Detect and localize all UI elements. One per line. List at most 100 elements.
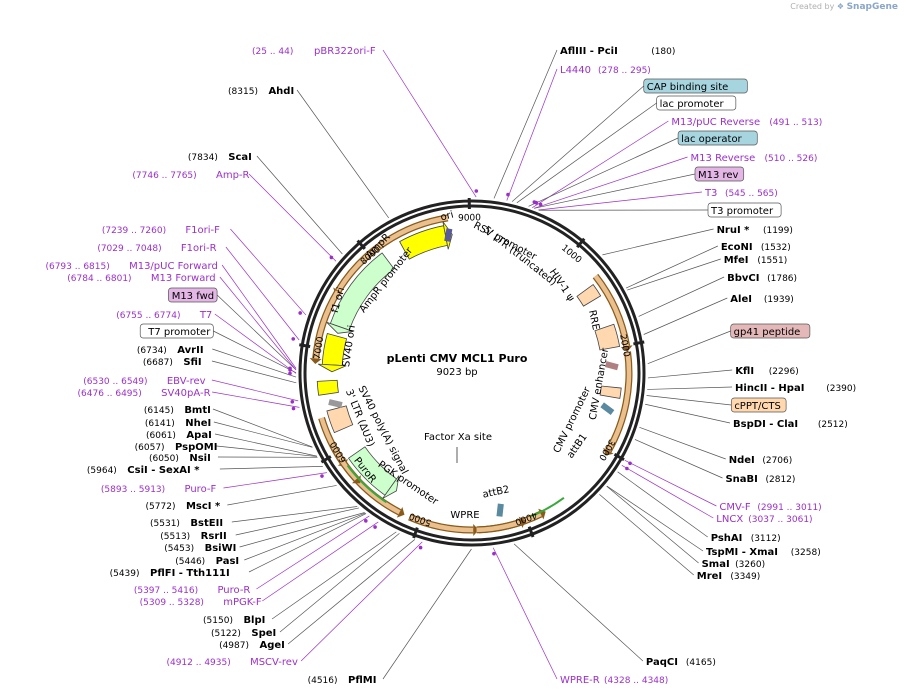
map-label-primer[interactable]: (25 .. 44)pBR322ori-F <box>252 46 376 57</box>
map-label-enzyme[interactable]: (1939)AleI <box>730 294 794 305</box>
map-label-enzyme[interactable]: (1786)BbvCI <box>727 273 797 284</box>
map-label-enzyme[interactable]: (6050)NsiI <box>149 453 211 464</box>
feature-block[interactable] <box>329 252 395 331</box>
map-label-primer[interactable]: (6793 .. 6815)M13/pUC Forward <box>45 261 217 272</box>
feature-block[interactable] <box>347 446 398 496</box>
map-label-primer[interactable]: (6530 .. 6549)EBV-rev <box>83 376 205 387</box>
map-label-primer[interactable]: (5397 .. 5416) Puro-R <box>134 585 251 596</box>
map-label-enzyme[interactable]: (1551)MfeI <box>724 255 788 266</box>
site-position: (4987) <box>219 641 249 651</box>
primer-mark <box>474 189 479 193</box>
map-label-enzyme[interactable]: (6734)AvrII <box>137 345 204 356</box>
site-position: (3260) <box>735 560 765 570</box>
tick-mark <box>299 343 311 349</box>
map-label-feature[interactable]: CAP binding site <box>643 78 748 94</box>
site-name: BlpI <box>243 615 265 626</box>
primer-mark <box>418 545 423 550</box>
map-label-enzyme[interactable]: (2390)HincII - HpaI <box>735 383 856 394</box>
map-label-feature[interactable]: lac operator <box>677 130 758 146</box>
map-label-feature[interactable]: M13 rev <box>694 166 745 182</box>
map-label-primer[interactable]: (510 .. 526)M13 Reverse <box>691 153 818 164</box>
map-label-primer[interactable]: (7746 .. 7765)Amp-R <box>132 170 249 181</box>
feature-block[interactable] <box>316 379 339 396</box>
map-label-enzyme[interactable]: (7834)ScaI <box>188 152 252 163</box>
map-label-enzyme[interactable]: (6145)BmtI <box>144 405 211 416</box>
leader-line <box>219 276 297 371</box>
map-label-primer[interactable]: (7239 .. 7260)F1ori-F <box>102 225 220 236</box>
map-label-enzyme[interactable]: (5964)CsiI - SexAI * <box>87 465 200 476</box>
map-label-feature[interactable]: M13 fwd <box>168 287 218 303</box>
feature-block[interactable] <box>321 333 348 366</box>
site-position: (5397 .. 5416) <box>134 586 198 596</box>
map-label-enzyme[interactable]: (6141)NheI <box>145 418 211 429</box>
map-label-feature[interactable]: T7 promoter <box>139 323 214 339</box>
map-label-enzyme[interactable]: (1532)EcoNI <box>721 242 791 253</box>
map-label-primer[interactable]: (5893 .. 5913)Puro-F <box>101 484 217 495</box>
map-label-primer[interactable]: (4912 .. 4935)MSCV-rev <box>166 657 297 668</box>
map-label-enzyme[interactable]: (5439)PflFI - Tth111I <box>110 568 230 579</box>
map-label-enzyme[interactable]: (8315)AhdI <box>228 86 294 97</box>
leader-line <box>256 515 370 590</box>
map-label-enzyme[interactable]: (5122)SpeI <box>211 628 276 639</box>
tick-mark <box>613 452 625 461</box>
leader-line <box>211 360 297 384</box>
map-label-enzyme[interactable]: (5453)BsiWI <box>164 543 236 554</box>
map-label-feature[interactable]: gp41 peptide <box>730 323 811 339</box>
map-label-primer[interactable]: (7029 .. 7048)F1ori-R <box>97 243 216 254</box>
leader-line <box>511 85 644 202</box>
map-label-primer[interactable]: (545 .. 565)T3 <box>704 188 778 199</box>
map-label-enzyme[interactable]: (3258)TspMI - XmaI <box>706 547 821 558</box>
map-label-primer[interactable]: (6476 .. 6495)SV40pA-R <box>78 388 211 399</box>
tick-mark <box>356 239 366 250</box>
primer-mark <box>364 519 368 523</box>
map-label-primer[interactable]: (6755 .. 6774)T7 <box>116 310 212 321</box>
map-label-enzyme[interactable]: (5531)BstEII <box>150 518 223 529</box>
feature-label-box <box>168 287 218 303</box>
map-label-feature[interactable]: cPPT/CTS <box>730 397 787 413</box>
leader-line <box>634 439 723 479</box>
map-label-enzyme[interactable]: (5772)MscI * <box>146 501 221 512</box>
map-label-enzyme[interactable]: (5513)RsrII <box>160 531 226 542</box>
feature-block[interactable] <box>576 283 602 307</box>
map-label-feature[interactable]: lac promoter <box>656 95 737 111</box>
map-label-enzyme[interactable]: (4165)PaqCI <box>646 657 716 668</box>
map-label-primer[interactable]: (4328 .. 4348)WPRE-R <box>560 675 668 686</box>
site-name: Puro-R <box>217 585 250 596</box>
leader-line <box>382 49 477 198</box>
map-label-enzyme[interactable]: (6687)SfiI <box>143 357 202 368</box>
map-label-enzyme[interactable]: (6057)PspOMI <box>135 442 218 453</box>
orf-arc <box>606 351 632 452</box>
map-label-enzyme[interactable]: (4987)AgeI <box>219 640 285 651</box>
feature-block[interactable] <box>599 385 622 399</box>
site-name: PasI <box>216 556 239 567</box>
map-label-enzyme[interactable]: (180)AflIII - PciI <box>560 46 675 57</box>
map-label-enzyme[interactable]: (3349)MreI <box>697 571 761 582</box>
map-label-enzyme[interactable]: (2296)KflI <box>735 366 799 377</box>
map-label-enzyme[interactable]: (5150)BlpI <box>203 615 265 626</box>
feature-block[interactable] <box>326 405 354 434</box>
map-label-primer[interactable]: (2991 .. 3011)CMV-F <box>719 502 821 513</box>
map-label-primer[interactable]: (3037 .. 3061)LNCX <box>716 514 812 525</box>
map-label-enzyme[interactable]: (5446)PasI <box>175 556 239 567</box>
map-label-primer[interactable]: (5309 .. 5328)mPGK-F <box>140 597 262 608</box>
feature-block[interactable] <box>594 323 621 351</box>
tick-label: 4000 <box>513 509 538 526</box>
map-label-enzyme[interactable]: (6061)ApaI <box>146 430 212 441</box>
map-label-enzyme[interactable]: (2706)NdeI <box>729 455 793 466</box>
feature-label-box <box>656 95 737 111</box>
map-label-enzyme[interactable]: (1199)NruI * <box>717 225 793 236</box>
site-position: (6061) <box>146 431 176 441</box>
map-label-enzyme[interactable]: (2512)BspDI - ClaI <box>733 419 848 430</box>
feature-label-box <box>730 397 787 413</box>
snapgene-credit[interactable]: Created by ❖ SnapGene <box>790 2 898 12</box>
map-label-feature[interactable]: T3 promoter <box>707 202 782 218</box>
map-label-enzyme[interactable]: (3260)SmaI <box>702 559 766 570</box>
map-label-enzyme[interactable]: (3112)PshAI <box>711 533 781 544</box>
map-label-primer[interactable]: (491 .. 513)M13/pUC Reverse <box>671 117 822 128</box>
feature-label-box <box>643 78 748 94</box>
primer-mark <box>298 311 302 315</box>
map-label-primer[interactable]: (278 .. 295)L4440 <box>560 65 651 76</box>
map-label-enzyme[interactable]: (4516)PflMI <box>308 675 377 686</box>
map-label-enzyme[interactable]: (2812)SnaBI <box>725 474 795 485</box>
map-label-primer[interactable]: (6784 .. 6801)M13 Forward <box>67 273 215 284</box>
